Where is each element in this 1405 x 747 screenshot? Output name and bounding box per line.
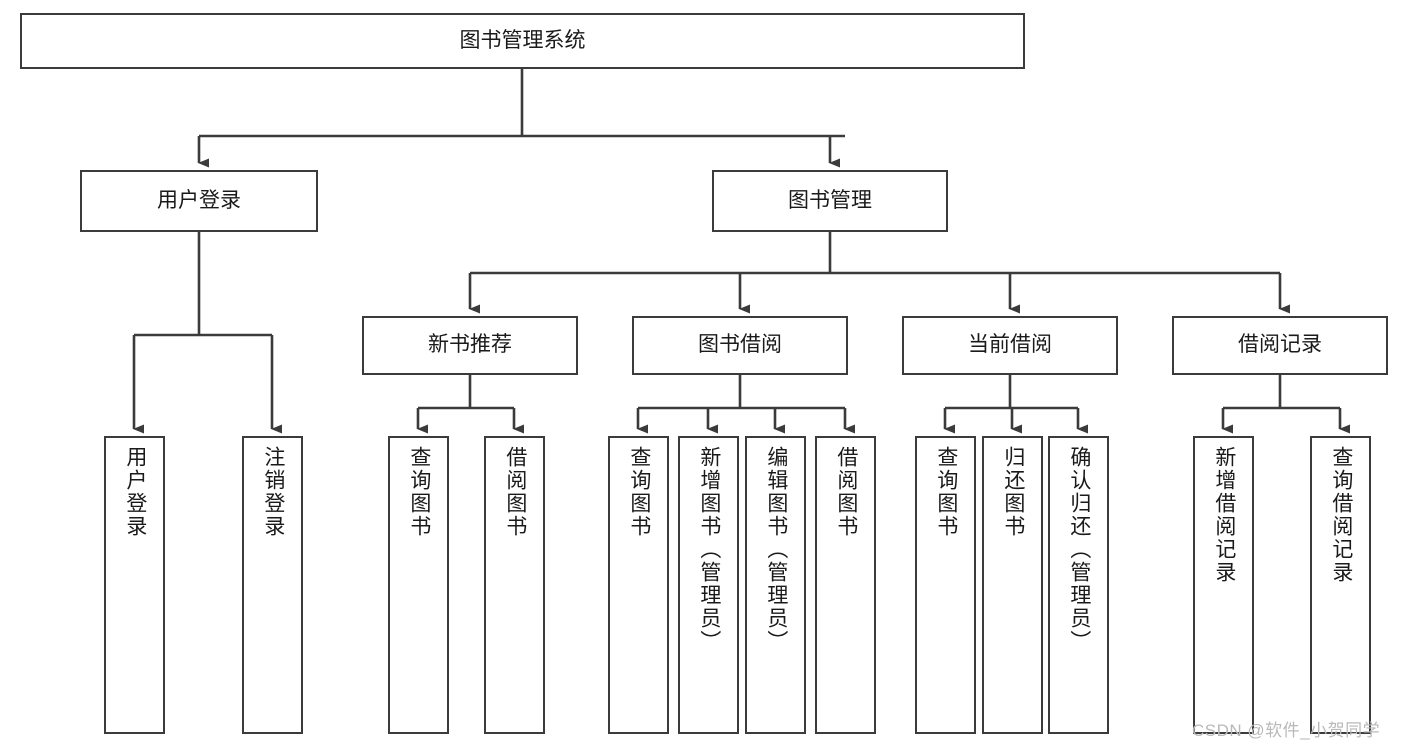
node-user-login[interactable]: 用户登录 [80, 170, 318, 232]
node-label: 借阅图书 [503, 446, 527, 538]
node-leaf-add-book[interactable]: 新增图书（管理员） [678, 436, 739, 734]
node-label: 查询图书 [627, 446, 651, 538]
node-label: 新书推荐 [428, 333, 512, 357]
node-leaf-borrow-book-1[interactable]: 借阅图书 [484, 436, 545, 734]
node-label: 查询借阅记录 [1329, 446, 1353, 584]
node-root-system[interactable]: 图书管理系统 [20, 13, 1025, 69]
node-label: 新增图书（管理员） [697, 446, 721, 653]
node-leaf-borrow-book-2[interactable]: 借阅图书 [815, 436, 876, 734]
node-label: 用户登录 [157, 188, 241, 212]
node-label: 借阅图书 [834, 446, 858, 538]
node-leaf-query-borrow-record[interactable]: 查询借阅记录 [1310, 436, 1371, 734]
node-book-management[interactable]: 图书管理 [712, 170, 948, 232]
node-label: 查询图书 [407, 446, 431, 538]
node-label: 图书管理 [788, 188, 872, 212]
node-leaf-logout[interactable]: 注销登录 [242, 436, 303, 734]
node-leaf-user-login[interactable]: 用户登录 [104, 436, 165, 734]
node-leaf-add-borrow-record[interactable]: 新增借阅记录 [1193, 436, 1254, 734]
node-label: 确认归还（管理员） [1067, 446, 1091, 653]
node-leaf-query-book-1[interactable]: 查询图书 [388, 436, 449, 734]
node-label: 查询图书 [934, 446, 958, 538]
node-leaf-query-book-2[interactable]: 查询图书 [608, 436, 669, 734]
node-label: 新增借阅记录 [1212, 446, 1236, 584]
node-label: 用户登录 [123, 446, 147, 538]
node-label: 当前借阅 [968, 333, 1052, 357]
node-new-book-recommend[interactable]: 新书推荐 [362, 316, 578, 375]
node-label: 编辑图书（管理员） [764, 446, 788, 653]
node-label: 借阅记录 [1238, 333, 1322, 357]
node-borrow-record[interactable]: 借阅记录 [1172, 316, 1388, 375]
node-current-borrow[interactable]: 当前借阅 [902, 316, 1118, 375]
node-leaf-confirm-return[interactable]: 确认归还（管理员） [1048, 436, 1109, 734]
node-leaf-return-book[interactable]: 归还图书 [982, 436, 1043, 734]
node-label: 注销登录 [261, 446, 285, 538]
node-label: 图书借阅 [698, 333, 782, 357]
node-label: 图书管理系统 [459, 28, 586, 52]
node-label: 归还图书 [1001, 446, 1025, 538]
node-leaf-edit-book[interactable]: 编辑图书（管理员） [745, 436, 806, 734]
node-leaf-query-book-3[interactable]: 查询图书 [915, 436, 976, 734]
node-book-borrow[interactable]: 图书借阅 [632, 316, 848, 375]
